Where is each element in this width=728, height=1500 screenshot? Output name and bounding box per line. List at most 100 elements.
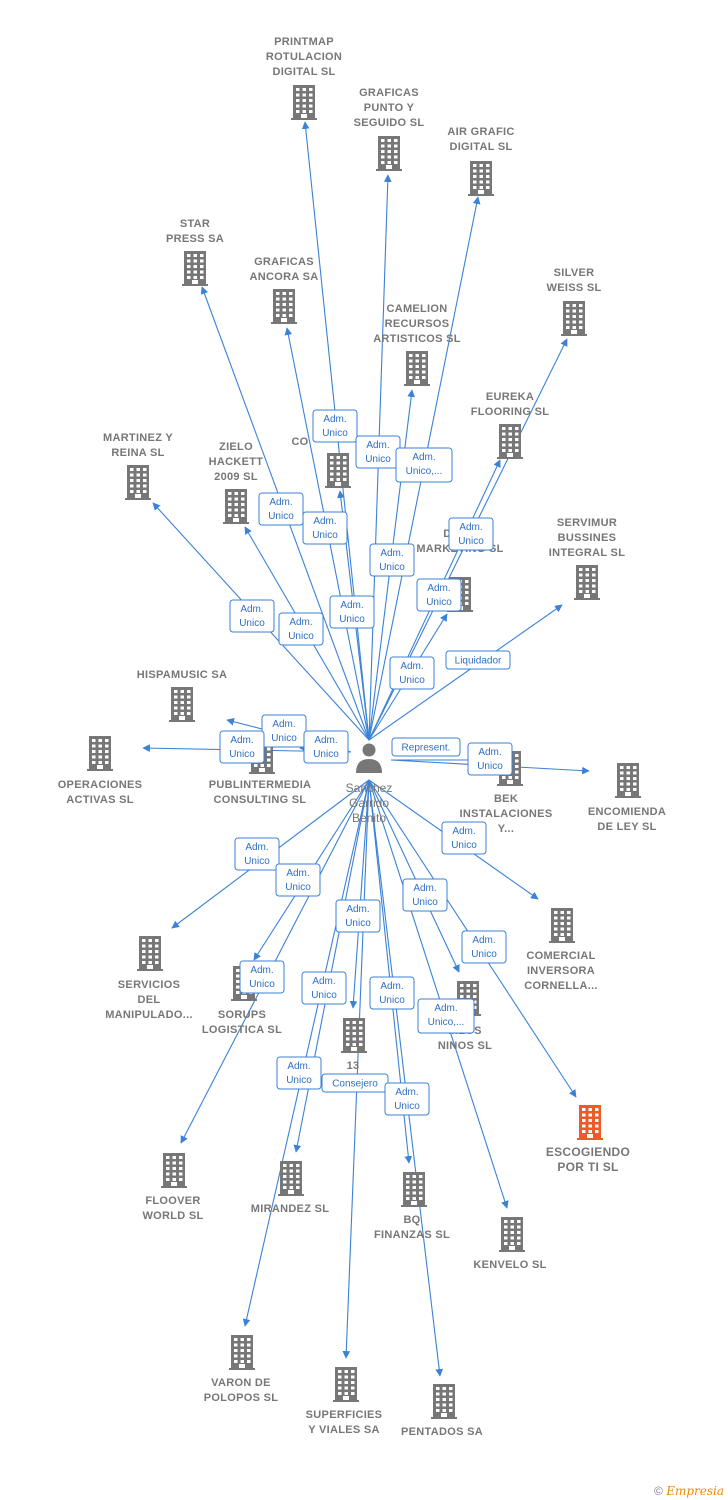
company-node-servicios[interactable]: SERVICIOSDELMANIPULADO...: [105, 936, 193, 1021]
relation-label-servicios[interactable]: Adm.Unico: [234, 837, 280, 871]
relation-label-operaciones[interactable]: Adm.Unico: [219, 730, 265, 764]
company-node-kenvelo[interactable]: KENVELO SL: [473, 1217, 546, 1271]
company-node-graficas-punto[interactable]: GRAFICAS PUNTO Y SEGUIDO SL: [354, 87, 425, 171]
company-label-line: HACKETT: [209, 456, 264, 468]
edge-varon: [242, 779, 370, 1327]
relation-label-camelion[interactable]: Adm. Unico: [369, 543, 415, 577]
relation-label-desmarketing[interactable]: Adm.Unico: [389, 656, 435, 690]
relation-label-superficies[interactable]: Consejero: [321, 1073, 389, 1093]
company-node-hispamusic[interactable]: HISPAMUSIC SA: [137, 669, 227, 722]
relation-label-ninos[interactable]: Adm.Unico: [402, 878, 448, 912]
company-label-line: MIRANDEZ SL: [251, 1203, 329, 1215]
relation-text: Adm.: [395, 1087, 418, 1098]
relation-label-sorups[interactable]: Adm.Unico: [275, 863, 321, 897]
company-label-line: MARTINEZ Y: [103, 432, 173, 444]
company-node-mirandez[interactable]: MIRANDEZ SL: [251, 1161, 329, 1215]
company-label-line: WEISS SL: [547, 282, 602, 294]
relation-label-pentados[interactable]: Adm. Unico: [384, 1082, 430, 1116]
relation-label-servimur[interactable]: Liquidador: [445, 650, 511, 670]
relation-label-air-grafic[interactable]: Adm.Unico,...: [395, 447, 453, 483]
relation-text: Unico: [458, 536, 484, 547]
relation-text: Represent.: [402, 743, 451, 754]
company-node-silver-weiss[interactable]: SILVER WEISS SL: [547, 267, 602, 336]
relation-text: Adm.: [250, 965, 273, 976]
relation-label-printmap[interactable]: Adm.Unico: [312, 409, 358, 443]
company-node-n13[interactable]: 13: [341, 1018, 367, 1072]
company-label-line: AIR GRAFIC: [447, 126, 514, 138]
relation-text: Unico: [345, 918, 371, 929]
brand-logo[interactable]: Empresia: [666, 1484, 724, 1498]
relation-label-publintermedia[interactable]: Adm.Unico: [303, 730, 349, 764]
relation-text: Unico: [379, 562, 405, 573]
relation-label-zielo[interactable]: Adm.Unico: [278, 612, 324, 646]
relation-label-silver-weiss[interactable]: Adm.Unico: [448, 517, 494, 551]
relation-label-com[interactable]: Adm.Unico: [329, 595, 375, 629]
building-icon: [431, 1384, 457, 1419]
company-label-line: DEL: [138, 994, 161, 1006]
relation-label-hispamusic[interactable]: Adm.Unico: [261, 714, 307, 748]
relation-label-kenvelo[interactable]: Adm.Unico,...: [417, 998, 475, 1034]
relation-text: Unico: [394, 1101, 420, 1112]
relation-text: Adm.: [380, 548, 403, 559]
relation-label-eureka[interactable]: Adm.Unico: [416, 578, 462, 612]
company-node-comercial[interactable]: COMERCIALINVERSORACORNELLA...: [524, 908, 598, 992]
relation-text: Adm.: [366, 440, 389, 451]
relation-text: Unico: [285, 882, 311, 893]
relation-label-comercial[interactable]: Adm.Unico: [441, 821, 487, 855]
relation-label-bq[interactable]: Adm.Unico: [369, 976, 415, 1010]
relation-text: Unico: [451, 840, 477, 851]
relation-label-varon[interactable]: Adm.Unico: [276, 1056, 322, 1090]
company-label-line: PUNTO Y: [364, 102, 415, 114]
relation-text: Adm.: [427, 583, 450, 594]
building-icon: [497, 424, 523, 459]
relation-label-martinez[interactable]: Adm.Unico: [229, 599, 275, 633]
relation-text: Adm.: [312, 976, 335, 987]
relation-label-encomienda[interactable]: Adm.Unico: [467, 742, 513, 776]
company-label-line: INVERSORA: [527, 965, 595, 977]
person-name-line: Benito: [352, 811, 386, 825]
building-icon: [161, 1153, 187, 1188]
relation-text: Adm.: [230, 735, 253, 746]
relation-label-escogiendo[interactable]: Adm.Unico: [461, 930, 507, 964]
relation-label-bek[interactable]: Represent.: [391, 737, 461, 757]
company-label-line: PRESS SA: [166, 233, 224, 245]
relation-label-graficas-ancora[interactable]: Adm.Unico: [302, 511, 348, 545]
relation-label-n13[interactable]: Adm. Unico: [335, 899, 381, 933]
company-label-line: GRAFICAS: [359, 87, 419, 99]
relation-label-mirandez[interactable]: Adm.Unico: [301, 971, 347, 1005]
company-label-line: MANIPULADO...: [105, 1009, 193, 1021]
relation-label-graficas-punto[interactable]: Adm.Unico: [355, 435, 401, 469]
relation-label-floover[interactable]: Adm.Unico: [239, 960, 285, 994]
relation-text: Adm.: [346, 904, 369, 915]
relation-text: Unico,...: [406, 466, 443, 477]
relation-label-star-press[interactable]: Adm.Unico: [258, 492, 304, 526]
company-label-line: SILVER: [554, 267, 595, 279]
company-label-line: BUSSINES: [558, 532, 617, 544]
relation-text: Adm.: [240, 604, 263, 615]
company-node-pentados[interactable]: PENTADOS SA: [401, 1384, 483, 1438]
company-label-line: PRINTMAP: [274, 36, 334, 48]
company-node-com[interactable]: CO: [291, 436, 351, 488]
building-icon: [278, 1161, 304, 1196]
company-label-line: ARTISTICOS SL: [373, 333, 461, 345]
company-label-line: SEGUIDO SL: [354, 117, 425, 129]
relation-text: Unico: [477, 761, 503, 772]
